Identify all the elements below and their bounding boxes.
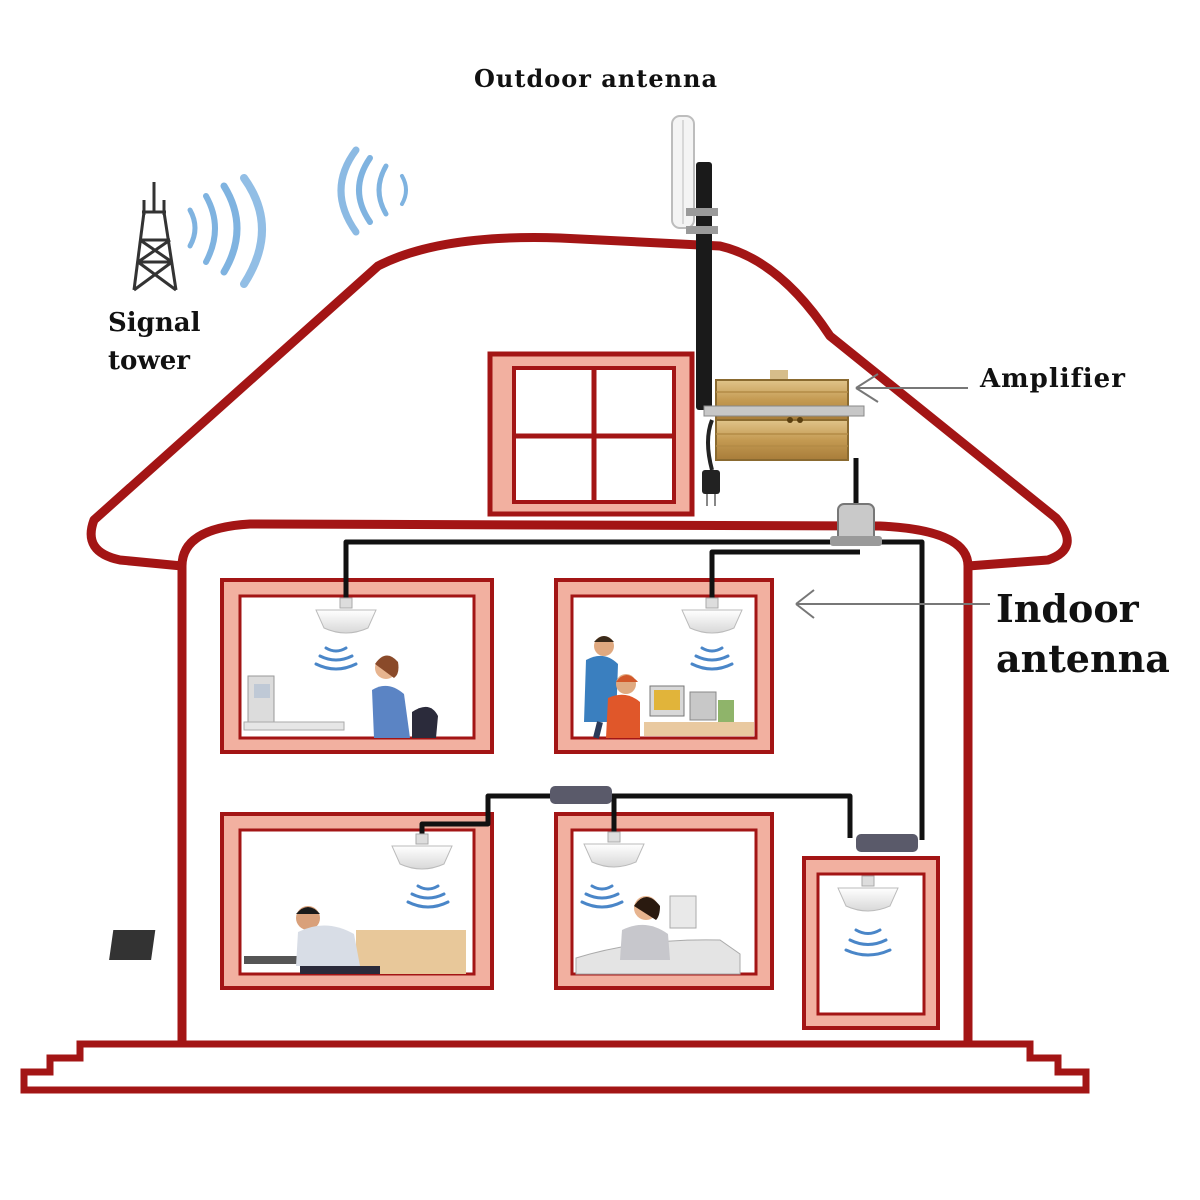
room-1-scene [243, 655, 438, 738]
signal-tower-label-line2: tower [108, 346, 190, 376]
room-2-scene [584, 636, 754, 739]
tower-signal-waves [187, 174, 266, 288]
signal-tower-icon [132, 182, 178, 292]
splitter-icon [550, 503, 918, 852]
signal-tower-label-line1: Signal [108, 308, 201, 338]
indoor-antenna-label: Indoor antenna [996, 584, 1170, 684]
amplifier-label: Amplifier [980, 364, 1126, 394]
indoor-signal-waves [314, 646, 892, 957]
house-base [20, 1040, 1090, 1094]
room-3-scene [109, 906, 466, 974]
outdoor-antenna-icon [671, 115, 718, 410]
attic-window [487, 351, 695, 517]
air-signal-waves [337, 146, 408, 236]
amplifier-icon [702, 370, 865, 506]
amplifier-pointer [855, 373, 968, 403]
indoor-antenna-pointer [795, 589, 990, 619]
room-4-scene [575, 895, 741, 975]
house-outline [86, 233, 1072, 1042]
ceiling-antenna-icon [315, 597, 899, 912]
indoor-antenna-label-line2: antenna [996, 636, 1170, 681]
signal-tower-label: Signal tower [108, 304, 200, 380]
coax-cables [343, 458, 925, 840]
outdoor-antenna-label: Outdoor antenna [474, 64, 719, 93]
indoor-antenna-label-line1: Indoor [996, 586, 1139, 631]
